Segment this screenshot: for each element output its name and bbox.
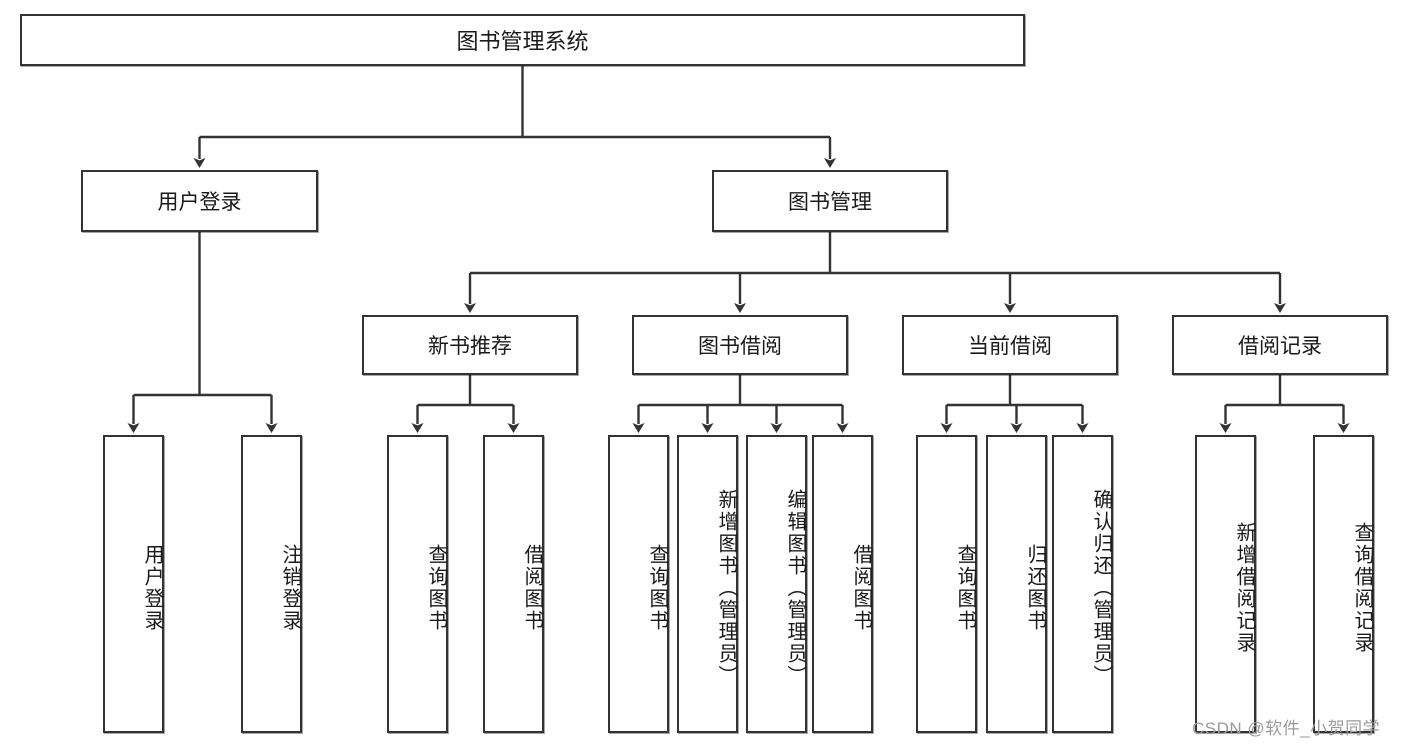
node-leaf-query-book-cur[interactable]: 查询图书: [916, 435, 977, 733]
node-leaf-query-book-rec[interactable]: 查询图书: [387, 435, 448, 733]
node-root[interactable]: 图书管理系统: [20, 14, 1025, 66]
node-leaf-query-borrow-record[interactable]: 查询借阅记录: [1313, 435, 1374, 733]
node-user-login[interactable]: 用户登录: [81, 170, 318, 232]
node-label: 新增图书（管理员）: [715, 489, 737, 687]
node-label: 查询图书: [425, 544, 447, 632]
node-leaf-add-book-admin[interactable]: 新增图书（管理员）: [677, 435, 738, 733]
node-leaf-borrow-book-rec[interactable]: 借阅图书: [483, 435, 544, 733]
node-new-book-recommend[interactable]: 新书推荐: [362, 315, 578, 375]
node-label: 查询图书: [646, 544, 668, 632]
node-label: 图书管理: [788, 191, 872, 214]
node-leaf-confirm-return-admin[interactable]: 确认归还（管理员）: [1052, 435, 1113, 733]
node-leaf-return-book[interactable]: 归还图书: [986, 435, 1047, 733]
node-leaf-user-logout[interactable]: 注销登录: [241, 435, 302, 733]
node-label: 确认归还（管理员）: [1090, 489, 1112, 687]
node-book-borrow[interactable]: 图书借阅: [632, 315, 848, 375]
node-label: 新书推荐: [428, 335, 512, 358]
node-leaf-add-borrow-record[interactable]: 新增借阅记录: [1195, 435, 1256, 733]
node-leaf-query-book[interactable]: 查询图书: [608, 435, 669, 733]
node-leaf-borrow-book[interactable]: 借阅图书: [812, 435, 873, 733]
node-label: 归还图书: [1024, 544, 1046, 632]
node-label: 新增借阅记录: [1233, 522, 1255, 654]
node-label: 编辑图书（管理员）: [784, 489, 806, 687]
node-label: 借阅图书: [850, 544, 872, 632]
node-label: 图书借阅: [698, 335, 782, 358]
node-borrow-record[interactable]: 借阅记录: [1172, 315, 1388, 375]
node-label: 借阅图书: [521, 544, 543, 632]
node-label: 借阅记录: [1238, 335, 1322, 358]
node-label: 当前借阅: [968, 335, 1052, 358]
node-label: 用户登录: [157, 191, 242, 214]
node-book-manage[interactable]: 图书管理: [712, 170, 948, 232]
node-current-borrow[interactable]: 当前借阅: [902, 315, 1118, 375]
node-label: 查询借阅记录: [1351, 522, 1373, 654]
csdn-watermark: CSDN @软件_小贺同学: [1192, 719, 1381, 738]
node-leaf-user-login[interactable]: 用户登录: [103, 435, 164, 733]
node-leaf-edit-book-admin[interactable]: 编辑图书（管理员）: [746, 435, 807, 733]
node-label: 图书管理系统: [456, 29, 589, 54]
node-label: 注销登录: [279, 544, 301, 632]
node-label: 查询图书: [954, 544, 976, 632]
node-label: 用户登录: [141, 544, 163, 632]
